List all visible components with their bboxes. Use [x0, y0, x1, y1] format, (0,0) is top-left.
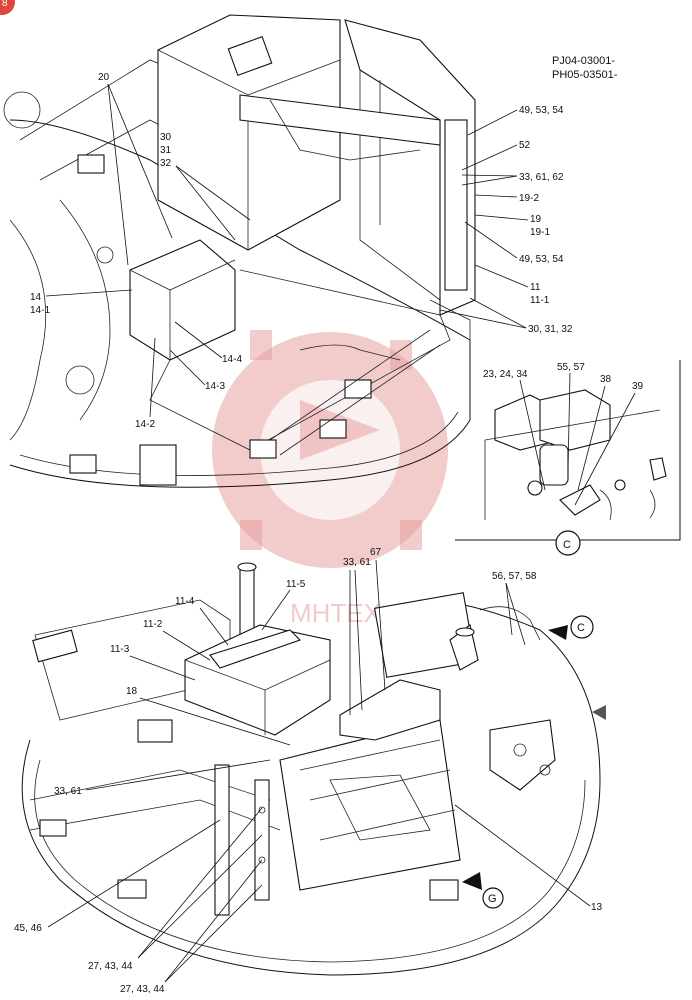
callout: 14 [30, 292, 42, 303]
callout: 14-3 [205, 381, 225, 392]
callout: 33, 61 [343, 557, 371, 568]
watermark-text: MHTEX [290, 598, 381, 628]
callout: 33, 61, 62 [519, 172, 564, 183]
page-marker: 8 [0, 0, 15, 15]
detail-c-inset: C [455, 360, 681, 556]
detail-c-label: C [563, 539, 571, 551]
callout: 13 [591, 902, 603, 913]
callout: 11-5 [286, 579, 306, 590]
callout: 55, 57 [557, 362, 585, 373]
view-c-marker-label: C [577, 622, 585, 634]
reference-line-1: PJ04-03001- [552, 55, 615, 67]
callout: 11-1 [530, 295, 550, 306]
callout: 14-2 [135, 419, 155, 430]
callout: 11-4 [175, 596, 195, 607]
callout: 30 [160, 132, 172, 143]
lower-callouts: 33, 61 67 56, 57, 58 11-5 11-4 11-2 11-3… [14, 547, 603, 995]
callout: 45, 46 [14, 923, 42, 934]
callout: 19 [530, 214, 542, 225]
callout: 27, 43, 44 [120, 984, 165, 995]
upper-callouts: 20 30 31 32 14 14-1 14-4 14-3 14-2 49, 5… [30, 72, 573, 430]
callout: 14-1 [30, 305, 50, 316]
view-g-marker-label: G [488, 893, 497, 905]
reference-line-2: PH05-03501- [552, 69, 618, 81]
callout: 39 [632, 381, 644, 392]
callout: 67 [370, 547, 382, 558]
callout: 33, 61 [54, 786, 82, 797]
callout: 14-4 [222, 354, 242, 365]
callout: 27, 43, 44 [88, 961, 133, 972]
callout: 56, 57, 58 [492, 571, 537, 582]
callout: 11 [530, 282, 541, 293]
page-marker-label: 8 [2, 0, 8, 9]
callout: 31 [160, 145, 172, 156]
upper-assembly-drawing [3, 14, 476, 488]
callout: 18 [126, 686, 138, 697]
callout: 32 [160, 158, 172, 169]
callout: 49, 53, 54 [519, 254, 564, 265]
watermark-logo: MHTEX [212, 330, 448, 628]
callout: 23, 24, 34 [483, 369, 528, 380]
callout: 19-2 [519, 193, 539, 204]
callout: 49, 53, 54 [519, 105, 564, 116]
callout: 38 [600, 374, 612, 385]
callout: 19-1 [530, 227, 550, 238]
callout: 11-3 [110, 644, 130, 655]
callout: 52 [519, 140, 531, 151]
callout: 30, 31, 32 [528, 324, 573, 335]
lower-assembly-drawing: C G [21, 562, 606, 976]
callout: 11-2 [143, 619, 163, 630]
callout: 20 [98, 72, 110, 83]
detail-callouts: 23, 24, 34 55, 57 38 39 [483, 362, 644, 506]
